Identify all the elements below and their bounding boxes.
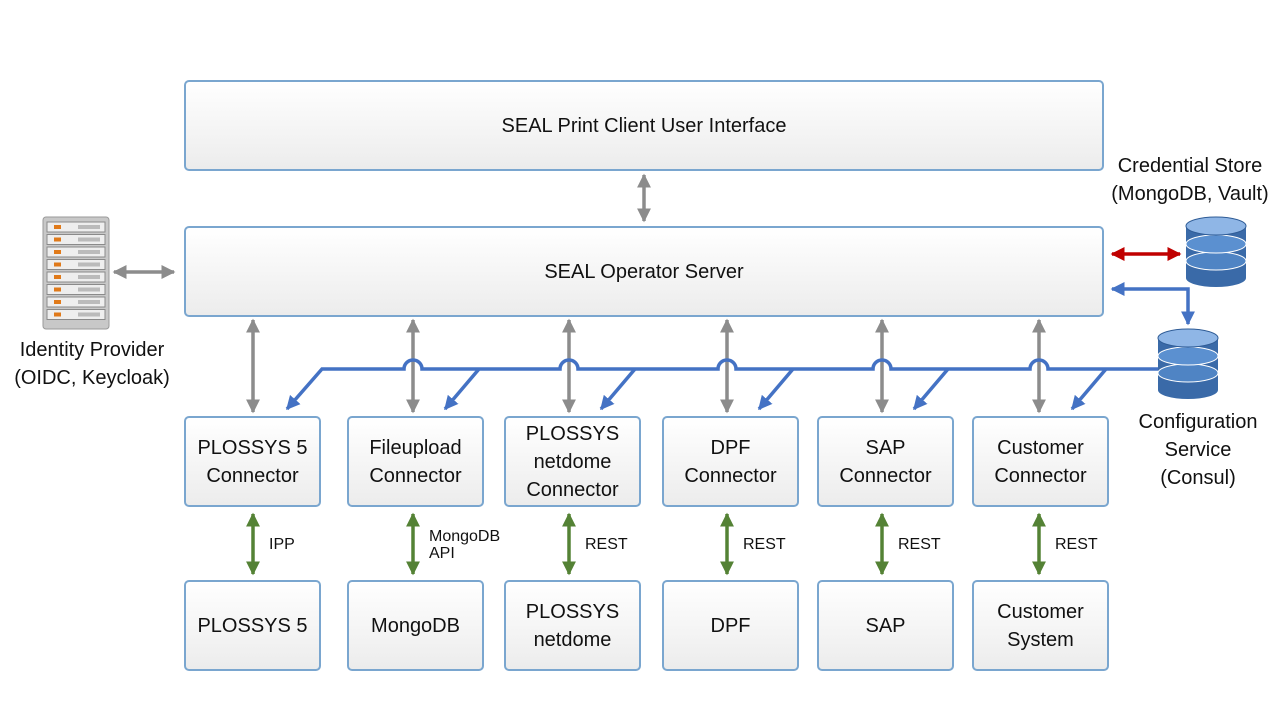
connector-box: DPF Connector [662,416,799,507]
operator-server-box: SEAL Operator Server [184,226,1104,317]
target-system-box: DPF [662,580,799,671]
connector-label: Connector [526,478,619,501]
server-connector-arrows [246,318,1046,414]
target-system-label: Customer [997,600,1084,623]
target-system-label: SAP [865,614,906,637]
connector-box: SAP Connector [817,416,954,507]
database-icon [1185,216,1247,287]
connector-label: DPF [710,436,751,459]
protocol-label: REST [585,536,628,553]
operator-server-label: SEAL Operator Server [544,260,744,283]
config-bus [285,282,1195,411]
connector-box: PLOSSYS 5 Connector [184,416,321,507]
print-client-ui-label: SEAL Print Client User Interface [501,114,787,137]
connector-label: PLOSSYS [525,422,620,445]
target-system-label: netdome [533,628,612,651]
connector-label: Connector [839,464,932,487]
target-system-label: DPF [710,614,751,637]
server-rack-icon [42,216,110,330]
print-client-ui-box: SEAL Print Client User Interface [184,80,1104,171]
connector-label: netdome [533,450,612,473]
protocol-label: REST [1055,536,1098,553]
connector-label: Connector [684,464,777,487]
protocol-label: REST [743,536,786,553]
identity-provider-label: Identity Provider (OIDC, Keycloak) [14,339,170,389]
connector-label: SAP [865,436,906,459]
config-service-label: Configuration Service (Consul) [1138,411,1258,489]
connector-label: Customer [997,436,1084,459]
target-system-box: PLOSSYS netdome [504,580,641,671]
target-system-label: System [1007,628,1074,651]
protocol-label: IPP [269,536,295,553]
protocol-label: REST [898,536,941,553]
target-system-label: MongoDB [371,614,460,637]
connector-label: PLOSSYS 5 [197,436,308,459]
connector-target-arrows [246,512,1046,576]
target-system-box: MongoDB [347,580,484,671]
connector-label: Connector [994,464,1087,487]
credential-store-label: Credential Store (MongoDB, Vault) [1111,155,1269,205]
database-icon [1157,328,1219,399]
target-system-label: PLOSSYS [525,600,620,623]
target-system-box: SAP [817,580,954,671]
connector-label: Connector [369,464,462,487]
target-system-label: PLOSSYS 5 [197,614,308,637]
connector-label: Connector [206,464,299,487]
target-system-box: PLOSSYS 5 [184,580,321,671]
connector-label: Fileupload [369,436,462,459]
